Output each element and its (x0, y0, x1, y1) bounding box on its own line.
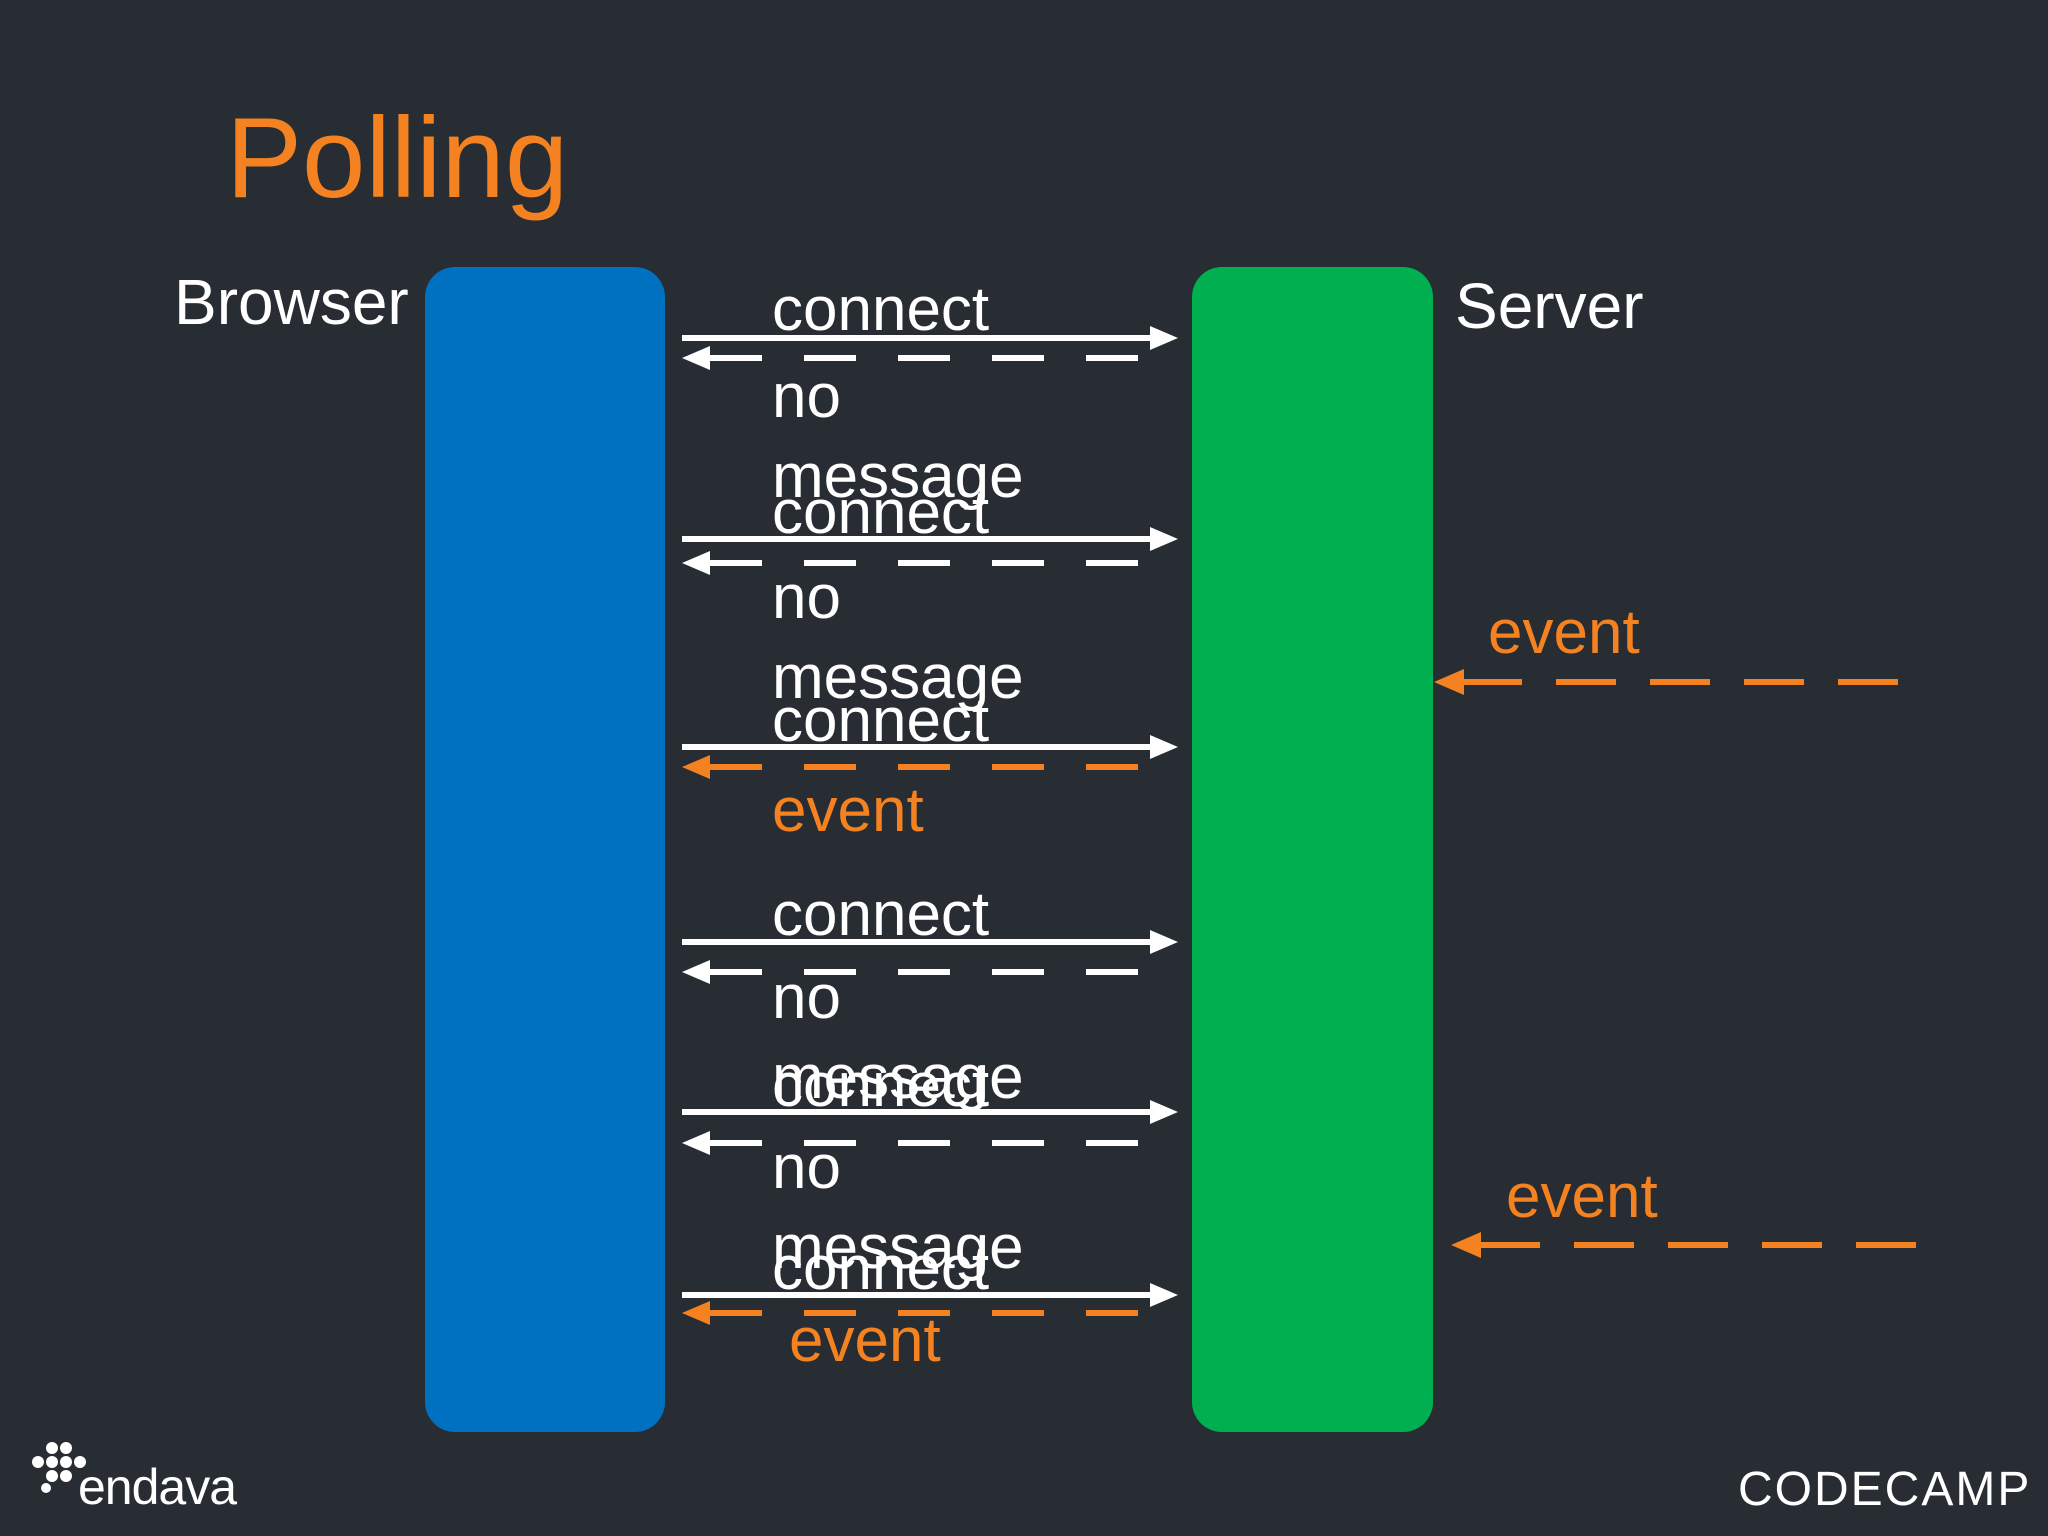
request-arrowhead (1150, 735, 1178, 759)
browser-lifeline (425, 267, 665, 1432)
request-arrowhead (1150, 1100, 1178, 1124)
request-label: connect (772, 275, 990, 344)
request-label: connect (772, 686, 990, 755)
response-arrowhead (682, 960, 710, 984)
server-event-label: event (1488, 598, 1640, 667)
endava-logo-text: endava (78, 1459, 237, 1515)
server-event-arrowhead (1434, 669, 1464, 695)
response-arrowhead (682, 755, 710, 779)
server-event-label: event (1506, 1162, 1658, 1231)
request-label: connect (772, 1051, 990, 1120)
request-label: connect (772, 880, 990, 949)
request-arrowhead (1150, 527, 1178, 551)
request-label: connect (772, 478, 990, 547)
response-label: no message (772, 563, 1024, 712)
response-label: event (772, 776, 924, 845)
response-label: no message (772, 963, 1024, 1112)
slide-title: Polling (226, 95, 569, 222)
request-arrowhead (1150, 930, 1178, 954)
response-arrowhead (682, 1301, 710, 1325)
request-arrowhead (1150, 326, 1178, 350)
codecamp-logo: CODECAMP (1738, 1463, 2032, 1516)
response-arrowhead (682, 551, 710, 575)
request-arrowhead (1150, 1283, 1178, 1307)
server-label: Server (1455, 270, 1644, 342)
server-lifeline (1192, 267, 1433, 1432)
browser-label: Browser (174, 266, 409, 338)
endava-logo-icon (32, 1442, 86, 1493)
response-label: no message (772, 362, 1024, 511)
response-label: event (789, 1306, 941, 1375)
server-event-arrowhead (1451, 1232, 1481, 1258)
response-arrowhead (682, 346, 710, 370)
request-label: connect (772, 1234, 990, 1303)
response-arrowhead (682, 1131, 710, 1155)
response-label: no message (772, 1133, 1024, 1282)
